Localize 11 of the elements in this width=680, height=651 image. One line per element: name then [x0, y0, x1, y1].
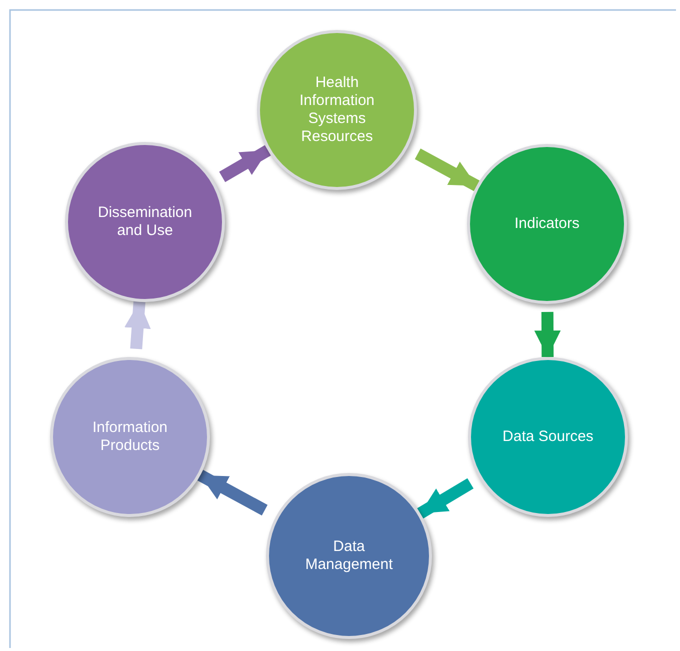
arrow	[197, 470, 268, 516]
circle-label: Information Products	[91, 419, 169, 455]
circle-label: Data Management	[304, 538, 394, 574]
circle-label: Indicators	[514, 215, 580, 233]
arrow	[219, 145, 271, 182]
arrow	[534, 312, 561, 358]
arrow	[417, 478, 474, 519]
circle-label: Dissemination and Use	[96, 204, 194, 240]
circle-label: Data Sources	[502, 428, 594, 446]
arrow	[414, 148, 480, 192]
circle-label: Health Information Systems Resources	[298, 74, 376, 146]
